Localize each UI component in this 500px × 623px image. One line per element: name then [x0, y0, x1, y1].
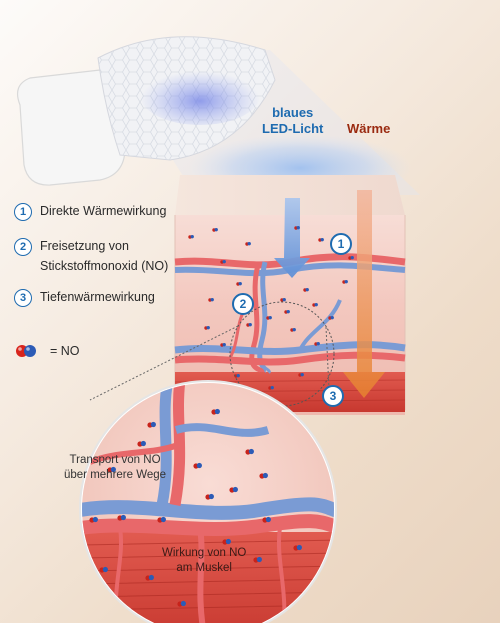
- no-molecule: [284, 309, 290, 314]
- no-molecule: [211, 408, 220, 415]
- no-molecule: [147, 421, 156, 428]
- no-molecule: [253, 556, 262, 563]
- no-molecule: [268, 385, 274, 390]
- no-legend-label: = NO: [50, 344, 80, 358]
- no-molecule: [220, 342, 226, 347]
- no-molecule: [208, 297, 214, 302]
- no-molecule: [89, 516, 98, 523]
- legend-text-2a: Freisetzung von: [40, 239, 129, 253]
- led-pad: [17, 36, 276, 186]
- zoom-label-transport: Transport von NO über mehrere Wege: [64, 453, 166, 483]
- no-molecule: [328, 315, 334, 320]
- light-label: blaues LED-Licht: [262, 105, 323, 137]
- no-molecule: [298, 372, 304, 377]
- zoom-label-transport-line1: Transport von NO: [69, 454, 161, 466]
- no-molecule: [314, 341, 320, 346]
- legend-number-2: 2: [14, 238, 32, 256]
- zoom-label-muscle-line2: am Muskel: [176, 562, 232, 574]
- zoom-circle: [79, 380, 337, 623]
- no-molecule: [205, 493, 214, 500]
- legend-item-3: 3 Tiefenwärmewirkung: [14, 289, 155, 307]
- no-molecule: [312, 302, 318, 307]
- no-molecule: [177, 600, 186, 607]
- light-arrow: [274, 198, 310, 278]
- legend-text-2b: Stickstoffmonoxid (NO): [40, 259, 169, 273]
- no-molecule: [262, 516, 271, 523]
- no-molecule: [293, 544, 302, 551]
- heat-label: Wärme: [347, 121, 391, 136]
- no-molecule: [342, 279, 348, 284]
- legend-number-1: 1: [14, 203, 32, 221]
- marker-2: 2: [232, 293, 254, 315]
- heat-arrow: [343, 190, 385, 398]
- zoom-label-muscle-line1: Wirkung von NO: [162, 547, 247, 559]
- no-molecule: [212, 227, 218, 232]
- no-molecule: [348, 255, 354, 260]
- no-molecules-zoom: [89, 408, 302, 607]
- no-molecules-skin: [188, 225, 354, 390]
- no-molecule: [157, 516, 166, 523]
- no-molecule: [259, 472, 268, 479]
- no-molecule: [99, 566, 108, 573]
- marker-1: 1: [330, 233, 352, 255]
- no-molecule: [246, 322, 252, 327]
- no-molecule: [245, 448, 254, 455]
- legend-text-3: Tiefenwärmewirkung: [40, 290, 155, 304]
- no-molecule: [107, 466, 116, 473]
- light-label-line1: blaues: [272, 105, 314, 120]
- no-molecule-icon: [16, 345, 36, 357]
- no-molecule: [294, 225, 300, 230]
- zoom-label-muscle: Wirkung von NO am Muskel: [162, 546, 246, 576]
- zoom-label-transport-line2: über mehrere Wege: [64, 469, 167, 481]
- no-molecule: [280, 297, 286, 302]
- no-molecule: [204, 325, 210, 330]
- no-molecule: [245, 241, 251, 246]
- no-molecule: [318, 237, 324, 242]
- no-molecule: [290, 327, 296, 332]
- no-molecule: [229, 486, 238, 493]
- light-label-line2: LED-Licht: [262, 121, 324, 136]
- no-molecule: [234, 373, 240, 378]
- no-molecule: [137, 440, 146, 447]
- no-molecule: [303, 287, 309, 292]
- legend-item-2: 2 Freisetzung von Stickstoffmonoxid (NO): [14, 238, 168, 276]
- legend-item-1: 1 Direkte Wärmewirkung: [14, 203, 166, 221]
- legend-text-1: Direkte Wärmewirkung: [40, 204, 167, 218]
- no-molecule: [193, 462, 202, 469]
- no-molecule: [145, 574, 154, 581]
- no-molecule: [188, 234, 194, 239]
- no-molecule: [236, 281, 242, 286]
- no-molecule: [117, 514, 126, 521]
- no-legend: = NO: [14, 343, 80, 359]
- no-molecule: [220, 259, 226, 264]
- no-molecule: [222, 538, 231, 545]
- no-molecule: [266, 315, 272, 320]
- marker-3: 3: [322, 385, 344, 407]
- legend-number-3: 3: [14, 289, 32, 307]
